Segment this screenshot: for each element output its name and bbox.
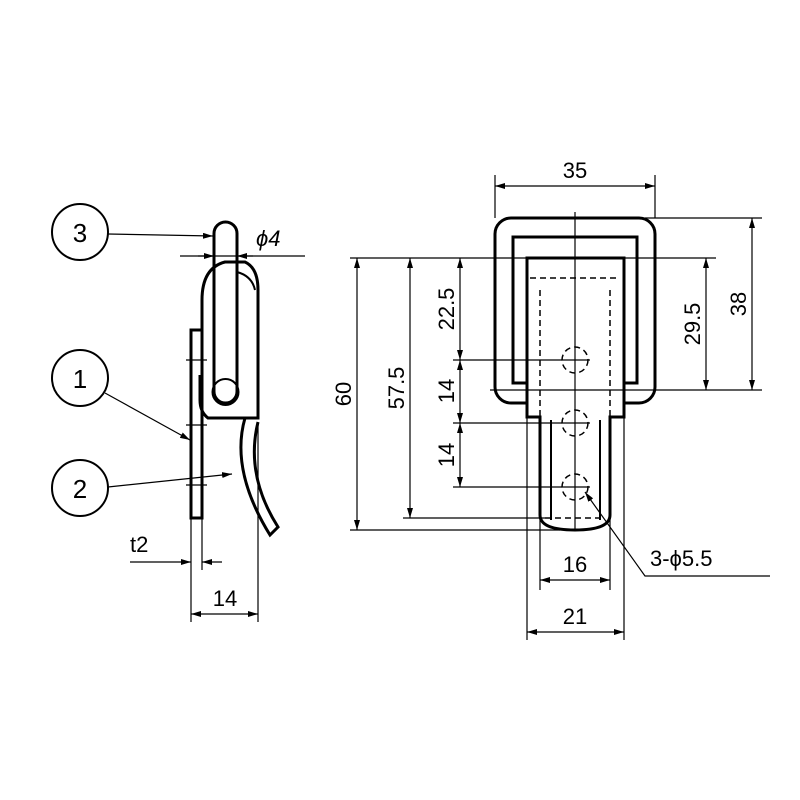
side-view	[186, 220, 280, 538]
svg-text:3-ϕ5.5: 3-ϕ5.5	[650, 546, 712, 571]
svg-text:t2: t2	[130, 532, 148, 557]
svg-text:14: 14	[434, 443, 459, 467]
dim-thickness: t2 14	[130, 425, 259, 622]
balloon-1: 1	[51, 349, 191, 441]
svg-text:1: 1	[73, 364, 87, 394]
svg-text:16: 16	[563, 552, 587, 577]
svg-text:3: 3	[73, 218, 87, 248]
svg-text:38: 38	[726, 292, 751, 316]
balloon-3: 3	[51, 203, 214, 261]
front-dimensions: 35 38 29.5 60 57.5 22.5 14 14 16 21 3-ϕ5…	[331, 158, 770, 640]
svg-text:14: 14	[434, 379, 459, 403]
svg-text:21: 21	[563, 604, 587, 629]
dim-pin-diameter: ϕ4	[180, 226, 305, 259]
svg-text:ϕ4: ϕ4	[256, 226, 280, 251]
svg-text:57.5: 57.5	[384, 367, 409, 410]
svg-text:60: 60	[331, 382, 356, 406]
balloon-2: 2	[51, 459, 233, 517]
svg-text:35: 35	[563, 158, 587, 183]
svg-text:14: 14	[213, 586, 237, 611]
svg-text:2: 2	[73, 474, 87, 504]
svg-text:29.5: 29.5	[680, 303, 705, 346]
svg-text:22.5: 22.5	[434, 288, 459, 331]
front-view	[493, 212, 657, 532]
